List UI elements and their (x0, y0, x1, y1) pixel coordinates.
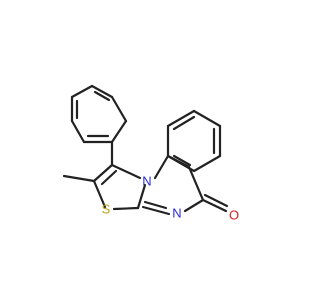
bond (141, 205, 171, 216)
bond (92, 163, 114, 183)
bond (166, 109, 196, 128)
bond (166, 154, 196, 173)
benzo-ring (166, 109, 222, 173)
bond (192, 154, 222, 173)
structure-canvas: N N S O (62, 84, 239, 223)
bond (92, 179, 107, 209)
molecule-diagram: N N S O (62, 84, 239, 223)
bond (93, 90, 111, 102)
bond (136, 183, 147, 210)
bond (192, 109, 222, 128)
phenyl-ring (70, 84, 128, 144)
atom-label-oxygen: O (229, 208, 239, 223)
atom-label-sulfur: S (102, 202, 111, 217)
bond (143, 200, 168, 210)
bond (203, 193, 229, 208)
bond (100, 169, 118, 186)
bond (187, 165, 205, 202)
bond (110, 119, 128, 144)
bond (153, 154, 170, 180)
bond (62, 174, 96, 183)
bond (110, 95, 128, 123)
thiazole-ring (92, 163, 147, 211)
bond (110, 163, 142, 180)
bond (183, 198, 205, 213)
bond (70, 119, 86, 144)
bond (112, 206, 140, 211)
atom-label-nitrogen-ring: N (142, 174, 151, 189)
bond (172, 154, 192, 167)
atom-label-nitrogen-imine: N (172, 206, 181, 221)
bond (90, 84, 114, 99)
bond (172, 115, 196, 131)
bond (201, 198, 228, 213)
bond (70, 84, 94, 99)
